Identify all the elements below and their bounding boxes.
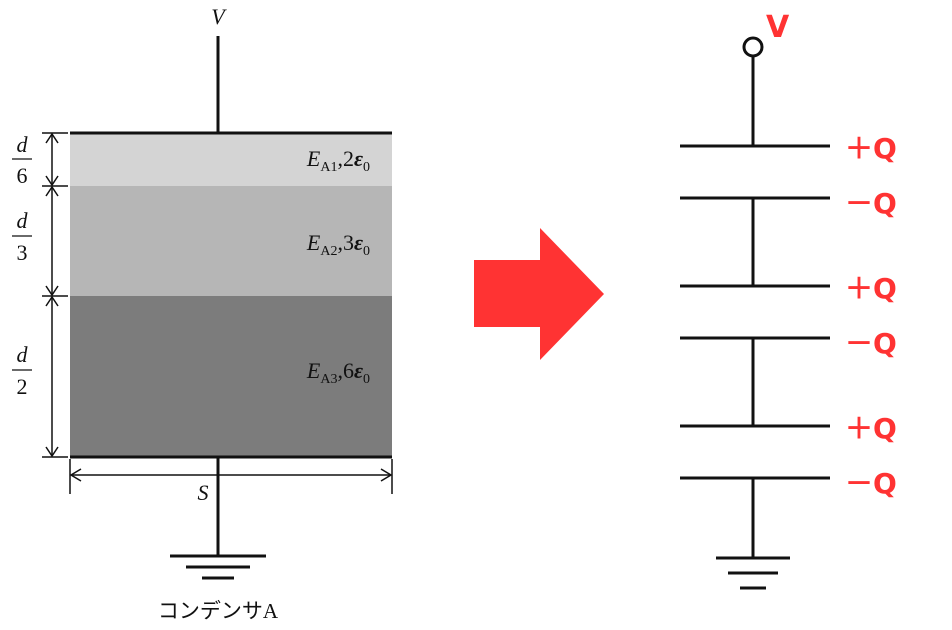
capacitor-caption: コンデンサA [158,599,279,623]
right-ground-icon [716,556,790,590]
charge-label-4: －Q [845,327,897,360]
svg-text:d: d [17,132,29,157]
svg-text:d: d [17,208,29,233]
right-arrow-icon [474,228,604,360]
series-capacitor-circuit: V ＋Q －Q ＋Q －Q ＋Q －Q [680,10,897,590]
left-voltage-label: V [211,4,227,29]
charge-label-1: ＋Q [845,132,897,165]
fraction-layer-2: d 3 [12,208,32,265]
capacitor-a: V EA1,2ε0 EA2,3ε0 EA3,6ε0 [12,4,393,623]
svg-text:d: d [17,342,29,367]
fraction-layer-3: d 2 [12,342,32,399]
right-voltage-label: V [766,10,790,45]
layer-2-label: EA2,3ε0 [306,230,370,259]
svg-text:3: 3 [17,240,28,265]
charge-label-3: ＋Q [845,272,897,305]
area-label: S [198,480,209,505]
charge-label-2: －Q [845,187,897,220]
svg-text:2: 2 [17,374,28,399]
charge-label-5: ＋Q [845,412,897,445]
dielectric-layer-1 [70,133,392,186]
charge-label-6: －Q [845,467,897,500]
layer-1-label: EA1,2ε0 [306,146,370,175]
area-dimension [69,459,393,494]
terminal-icon [742,36,764,58]
fraction-layer-1: d 6 [12,132,32,188]
left-ground-icon [170,554,266,580]
dielectric-layer-2 [70,186,392,296]
svg-text:6: 6 [17,163,28,188]
layer-3-label: EA3,6ε0 [306,358,370,387]
thickness-dimension [42,132,68,458]
dielectric-layer-3 [70,296,392,457]
